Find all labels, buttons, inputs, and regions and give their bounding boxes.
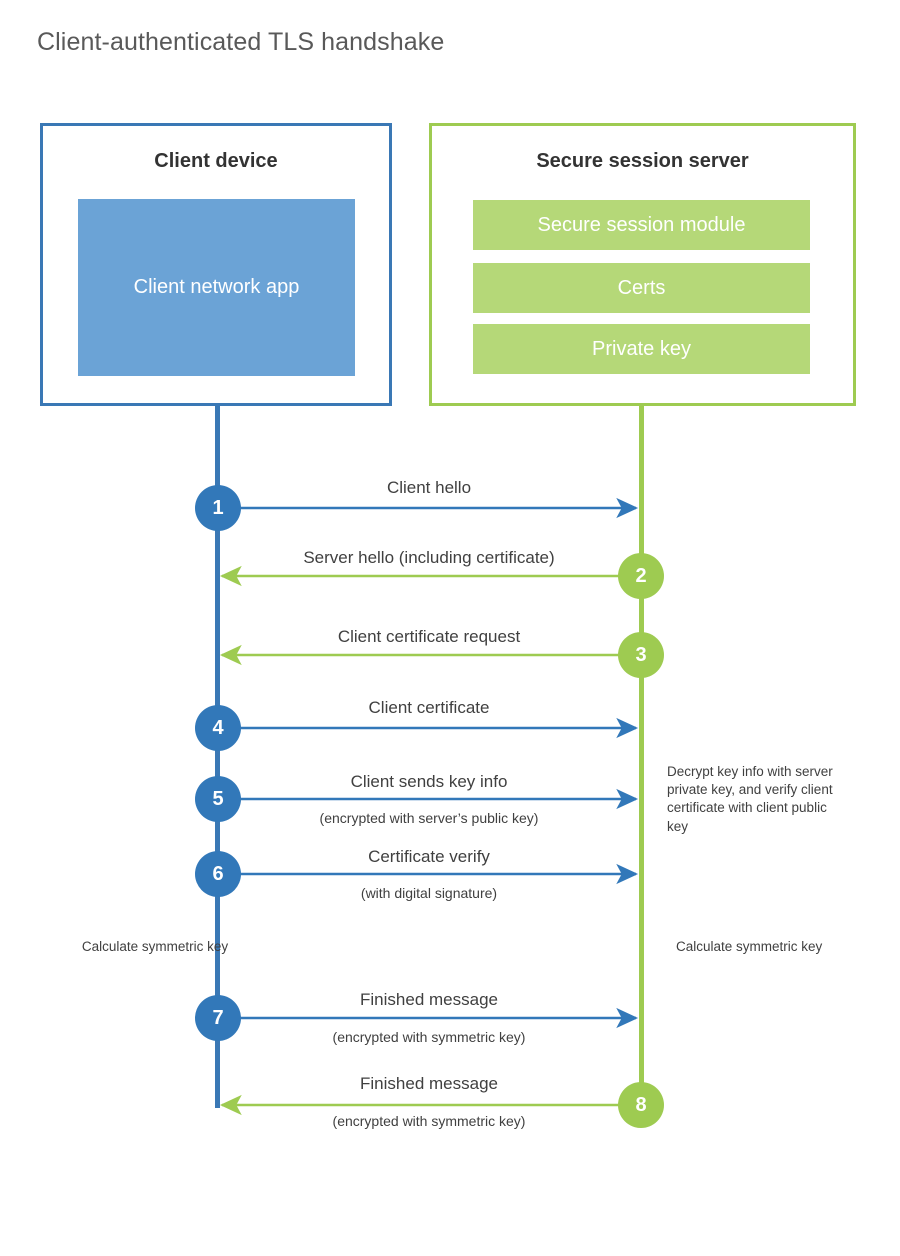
server-lifeline	[639, 403, 644, 1108]
message-sublabel-7: (encrypted with symmetric key)	[332, 1029, 526, 1045]
page-title: Client-authenticated TLS handshake	[37, 28, 445, 56]
client-device-title: Client device	[154, 150, 278, 172]
secure-session-server-box: Secure session server Secure session mod…	[429, 123, 856, 406]
message-sublabel-5: (encrypted with server’s public key)	[319, 810, 539, 826]
message-label-8: Finished message	[360, 1074, 498, 1093]
message-label-4: Client certificate	[368, 698, 490, 717]
message-label-6: Certificate verify	[368, 847, 490, 866]
message-label-2: Server hello (including certificate)	[303, 548, 555, 567]
message-label-3: Client certificate request	[337, 627, 521, 646]
step-badge-8[interactable]: 8	[618, 1082, 664, 1128]
step-badge-3[interactable]: 3	[618, 632, 664, 678]
client-calculate-symmetric-key-note: Calculate symmetric key	[81, 939, 229, 954]
message-label-1: Client hello	[386, 478, 472, 497]
server-component-private-key: Private key	[473, 324, 810, 374]
server-component-secure-session-module: Secure session module	[473, 200, 810, 250]
step-badge-1[interactable]: 1	[195, 485, 241, 531]
client-network-app-block: Client network app	[78, 199, 355, 376]
step-badge-7[interactable]: 7	[195, 995, 241, 1041]
client-lifeline	[215, 403, 220, 1108]
step-badge-6[interactable]: 6	[195, 851, 241, 897]
step-badge-2[interactable]: 2	[618, 553, 664, 599]
client-device-box: Client device Client network app	[40, 123, 392, 406]
secure-session-server-title: Secure session server	[536, 150, 749, 172]
server-calculate-symmetric-key-note: Calculate symmetric key	[676, 939, 823, 954]
message-sublabel-6: (with digital signature)	[360, 885, 498, 901]
message-label-5: Client sends key info	[350, 772, 508, 791]
message-label-7: Finished message	[360, 990, 498, 1009]
message-sublabel-8: (encrypted with symmetric key)	[332, 1113, 526, 1129]
step-badge-4[interactable]: 4	[195, 705, 241, 751]
step-badge-5[interactable]: 5	[195, 776, 241, 822]
server-component-certs: Certs	[473, 263, 810, 313]
server-decrypt-note: Decrypt key info with server private key…	[667, 764, 833, 834]
